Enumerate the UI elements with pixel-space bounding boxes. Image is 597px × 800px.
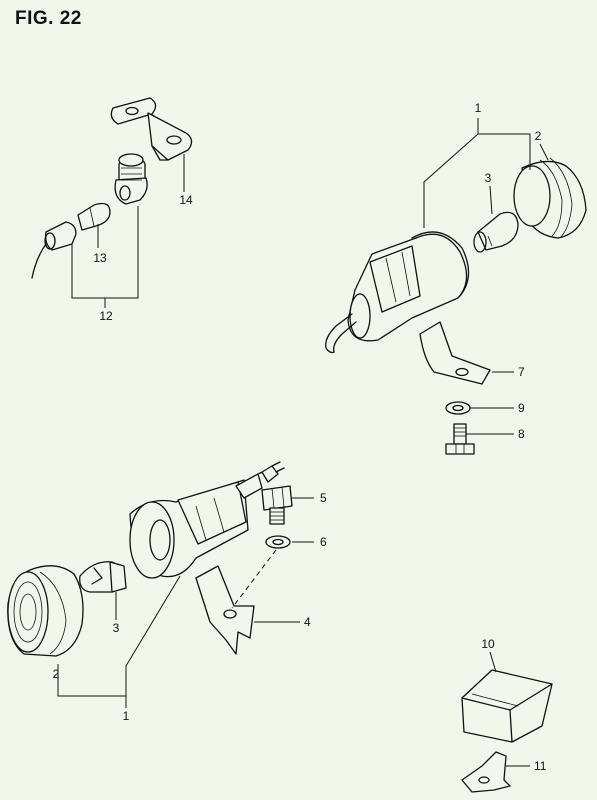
- leader-lines: [57, 118, 549, 767]
- callout-3-top: 3: [485, 171, 492, 185]
- bulb-13: [77, 202, 111, 231]
- bolt-8: [445, 423, 475, 455]
- bracket-7: [419, 321, 491, 385]
- callout-1-bottom: 1: [123, 709, 130, 723]
- callout-12: 12: [99, 309, 113, 323]
- callout-1-top: 1: [475, 101, 482, 115]
- callout-14: 14: [179, 193, 193, 207]
- bulb-3-top: [473, 211, 519, 253]
- callout-2-bottom: 2: [53, 667, 60, 681]
- callout-labels: 1 2 3 7 9 8 14 13 12 5 6 4 3 2 1 10 11: [53, 101, 547, 773]
- bracket-4: [195, 565, 255, 655]
- callout-2-top: 2: [535, 129, 542, 143]
- socket-12: [114, 153, 148, 205]
- figure-title: FIG. 22: [15, 8, 82, 29]
- lens-2-top: [513, 157, 587, 239]
- callout-10: 10: [481, 637, 495, 651]
- callout-9: 9: [518, 401, 525, 415]
- callout-4: 4: [304, 615, 311, 629]
- wire-socket-12: [31, 221, 77, 279]
- callout-8: 8: [518, 427, 525, 441]
- washer-6: [265, 535, 291, 549]
- relay-10: [461, 669, 553, 743]
- callout-5: 5: [320, 491, 327, 505]
- bracket-11: [461, 751, 511, 793]
- callout-7: 7: [518, 365, 525, 379]
- callout-13: 13: [93, 251, 107, 265]
- washer-9: [445, 401, 471, 415]
- bolt-5: [261, 485, 293, 525]
- callout-3-bottom: 3: [113, 621, 120, 635]
- callout-6: 6: [320, 535, 327, 549]
- housing-1-bottom: [129, 461, 285, 579]
- bulb-3-bottom: [79, 561, 127, 593]
- bracket-14: [110, 97, 193, 161]
- housing-1-top: [325, 231, 470, 354]
- callout-11: 11: [534, 759, 547, 773]
- lens-2-bottom: [7, 565, 84, 657]
